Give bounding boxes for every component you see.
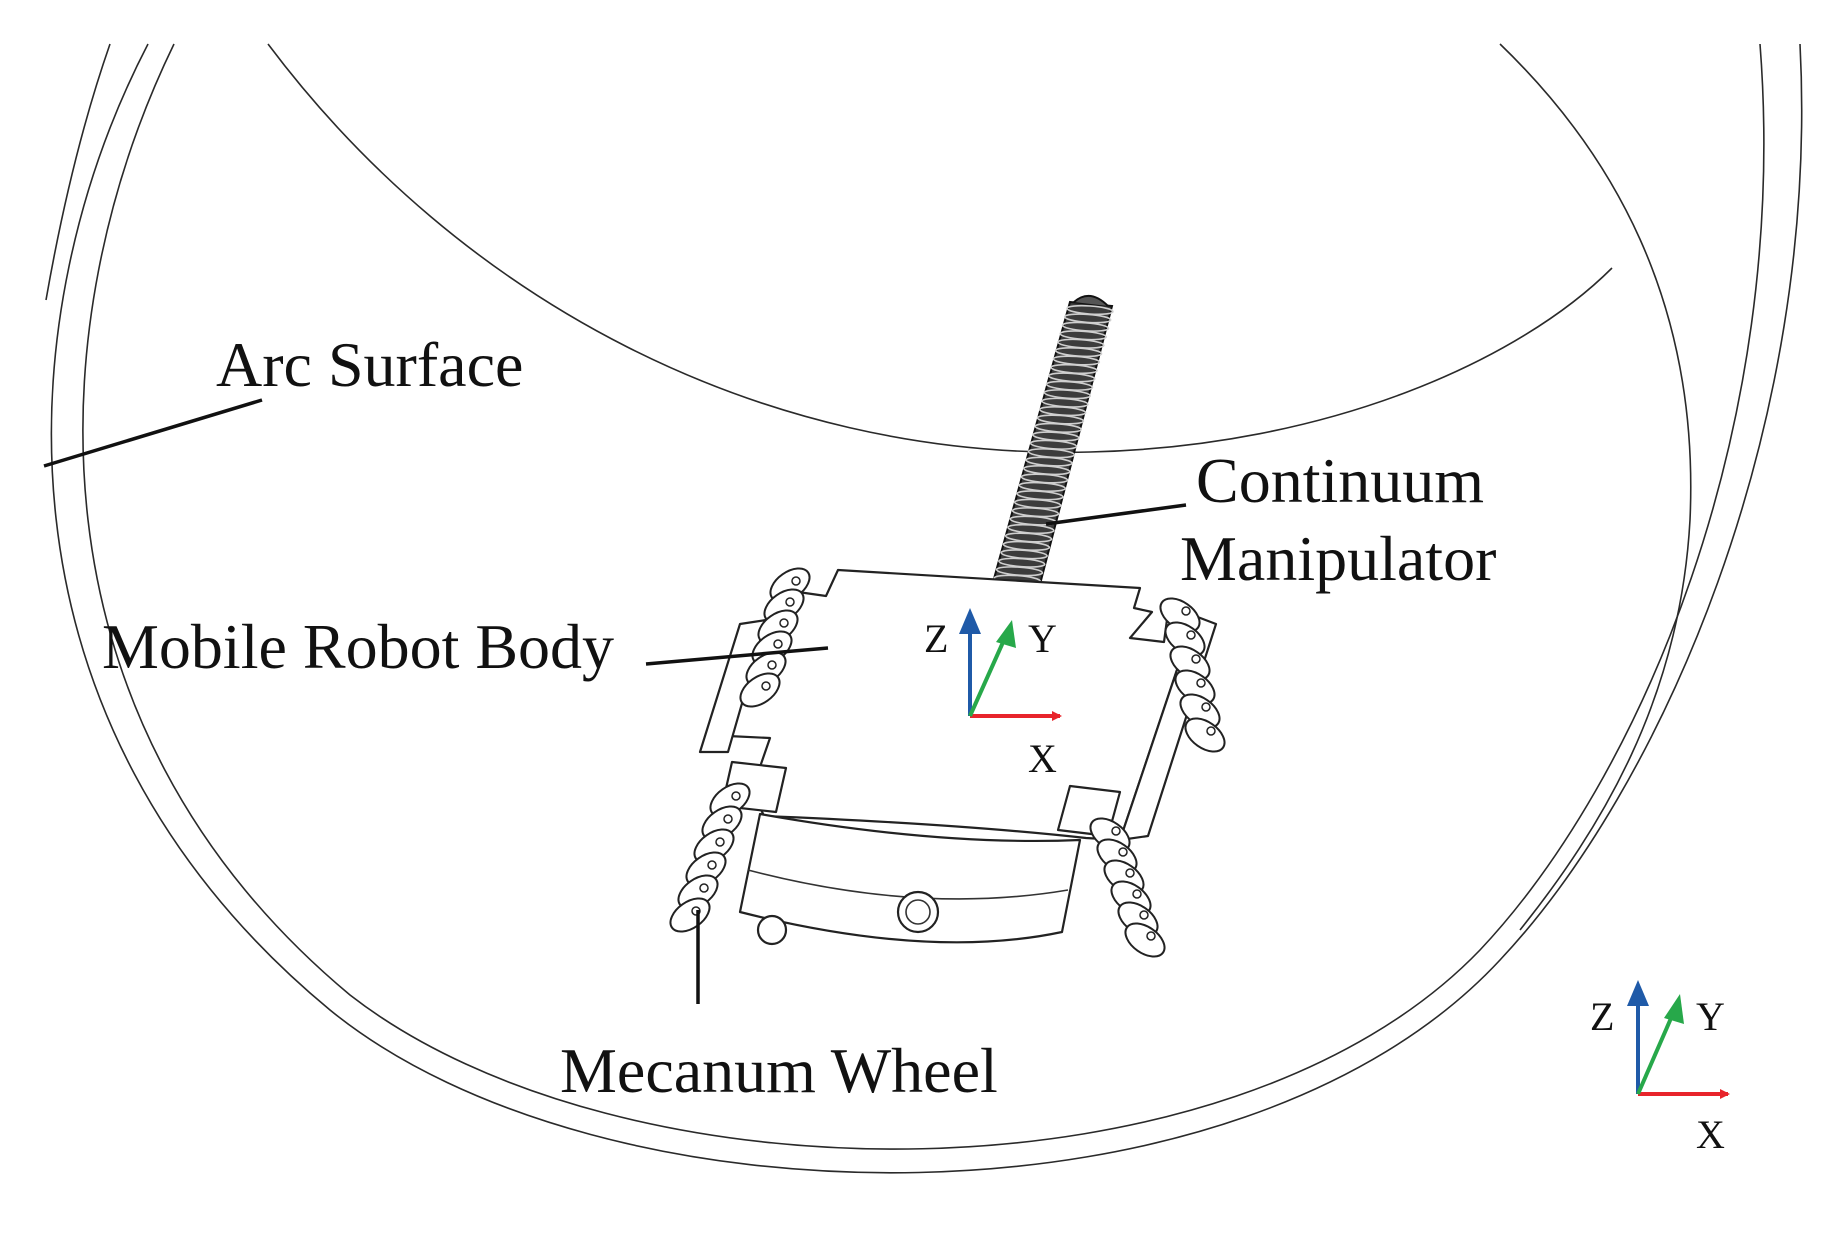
wheel-roller-bolt — [773, 639, 783, 649]
manipulator-tip — [1073, 295, 1109, 307]
wheel-roller-bolt — [1125, 868, 1135, 878]
arc-surface — [45, 43, 1803, 1174]
leader-lines — [43, 398, 1187, 1004]
body-frame-y-axis — [968, 639, 1006, 717]
world-frame-x-label: X — [1696, 1112, 1725, 1157]
wheel-roller-bolt — [731, 791, 741, 801]
mecanum-wheel-rear-left — [739, 567, 811, 708]
wheel-roller-bolt — [767, 660, 777, 670]
world-frame-y-label: Y — [1696, 994, 1725, 1039]
continuum-label-line1: Continuum — [1196, 445, 1484, 516]
wheel-roller — [739, 672, 781, 708]
arc-surface-outer-curve — [50, 43, 1803, 1174]
wheel-roller-bolt — [1111, 826, 1121, 836]
arc-surface-left-edge — [45, 43, 111, 301]
world-frame-y-axis — [1636, 1015, 1674, 1095]
wheel-roller-bolt — [1191, 654, 1201, 664]
wheel-roller-bolt — [1181, 606, 1191, 616]
world-frame-y-arrowhead — [1664, 994, 1684, 1024]
mobile-robot-body-leader — [645, 646, 829, 666]
wheel-roller-bolt — [723, 814, 733, 824]
body-frame-x-label: X — [1028, 736, 1057, 781]
mecanum-wheel-label: Mecanum Wheel — [560, 1035, 998, 1106]
connector-port-center-ring — [905, 899, 931, 925]
mecanum-wheels — [669, 567, 1226, 958]
world-frame-z-arrowhead — [1627, 980, 1649, 1006]
manipulator-shaft — [990, 300, 1114, 594]
body-coordinate-frame: Z Y X — [924, 608, 1062, 781]
wheel-roller — [1124, 922, 1166, 958]
continuum-manipulator-leader — [1045, 503, 1187, 526]
wheel-roller-bolt — [1196, 678, 1206, 688]
mecanum-wheel-front-left — [669, 782, 751, 933]
connector-port-center — [896, 890, 940, 934]
manipulator-coils — [991, 304, 1114, 594]
mecanum-wheel-rear-right — [1159, 597, 1226, 753]
arc-surface-leader — [43, 398, 263, 468]
mobile-robot-body — [669, 567, 1226, 958]
wheel-roller — [1184, 717, 1226, 753]
arc-surface-right-edge — [1499, 43, 1692, 931]
wheel-roller-bolt — [1139, 910, 1149, 920]
wheel-roller-bolt — [1132, 889, 1142, 899]
wheel-roller-bolt — [1186, 630, 1196, 640]
wheel-roller-bolt — [707, 860, 717, 870]
robot-body-front-face — [738, 812, 1082, 944]
body-frame-z-arrowhead — [959, 608, 981, 634]
wheel-roller-bolt — [699, 883, 709, 893]
world-coordinate-frame: Z Y X — [1590, 980, 1730, 1157]
arc-surface-upper-curve — [267, 43, 1613, 454]
wheel-roller-bolt — [1206, 726, 1216, 736]
wheel-roller-bolt — [791, 576, 801, 586]
world-frame-z-label: Z — [1590, 994, 1614, 1039]
body-frame-y-arrowhead — [996, 620, 1016, 648]
wheel-roller-bolt — [1201, 702, 1211, 712]
wheel-roller-bolt — [779, 618, 789, 628]
mobile-robot-body-label: Mobile Robot Body — [102, 611, 614, 682]
connector-port-left — [756, 914, 788, 946]
wheel-roller-bolt — [1146, 931, 1156, 941]
wheel-roller-bolt — [715, 837, 725, 847]
robot-body-left-side — [698, 618, 768, 754]
body-frame-z-label: Z — [924, 616, 948, 661]
continuum-label-line2: Manipulator — [1180, 523, 1496, 594]
mecanum-wheel-front-right — [1089, 817, 1166, 958]
wheel-roller-bolt — [761, 681, 771, 691]
arc-surface-label: Arc Surface — [216, 329, 523, 400]
body-frame-y-label: Y — [1028, 616, 1057, 661]
wheel-roller-bolt — [1118, 847, 1128, 857]
wheel-roller-bolt — [785, 597, 795, 607]
continuum-manipulator — [990, 295, 1114, 594]
